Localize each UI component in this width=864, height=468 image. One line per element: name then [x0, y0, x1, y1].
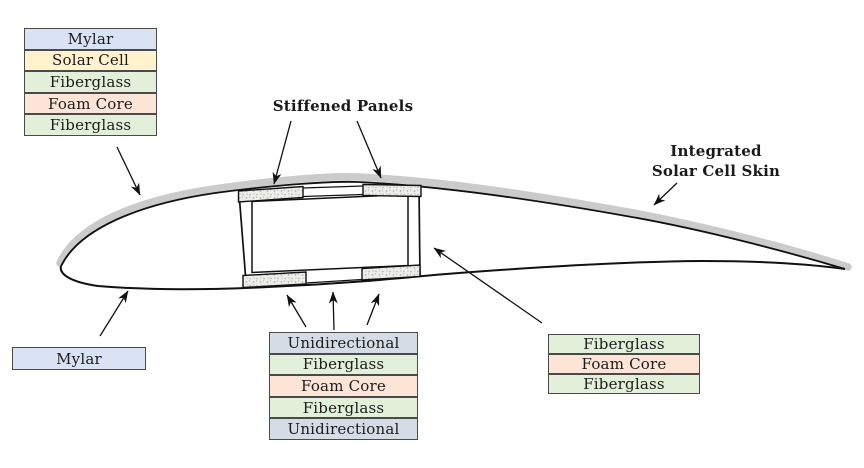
arrow-upper-skin-stack	[116, 146, 141, 196]
lower-skin-mylar-label: Mylar	[12, 347, 146, 370]
layer-row-fiberglass: Fiberglass	[24, 114, 157, 136]
aft-sandwich-layup-stack: Fiberglass Foam Core Fiberglass	[548, 334, 700, 394]
upper-skin-band	[56, 173, 852, 271]
arrow-stiffened-panel-left	[272, 120, 292, 185]
arrow-spar-stack-left	[286, 294, 307, 328]
stiffened-panel-upper-left	[237, 185, 304, 203]
upper-skin-joint-line-2	[302, 193, 364, 198]
stiffened-panel-lower-left	[242, 271, 307, 289]
spar-cap-layup-stack: Unidirectional Fiberglass Foam Core Fibe…	[269, 332, 418, 440]
integrated-solar-cell-skin-line2: Solar Cell Skin	[651, 162, 781, 180]
arrow-spar-stack-middle	[328, 291, 338, 331]
arrow-spar-stack-right	[366, 293, 380, 326]
stiffened-panel-lower-right	[361, 264, 421, 281]
upper-skin-joint-line	[302, 185, 364, 189]
arrow-lower-mylar	[99, 290, 129, 337]
layer-row-fiberglass: Fiberglass	[548, 374, 700, 394]
airfoil-lower-outline	[59, 259, 846, 291]
arrow-aft-sandwich	[433, 247, 543, 324]
front-spar-web	[238, 192, 247, 283]
layer-row-fiberglass: Fiberglass	[269, 396, 418, 419]
layer-row-fiberglass: Fiberglass	[24, 71, 157, 93]
layer-row-solar-cell: Solar Cell	[24, 49, 157, 72]
stiffened-panels-label: Stiffened Panels	[272, 97, 414, 115]
layer-row-foam-core: Foam Core	[548, 354, 700, 374]
layer-row-foam-core: Foam Core	[269, 375, 418, 397]
layer-row-fiberglass: Fiberglass	[548, 334, 700, 354]
layer-row-unidirectional: Unidirectional	[269, 332, 418, 354]
stiffened-panel-upper-right	[362, 183, 422, 198]
layer-row-foam-core: Foam Core	[24, 92, 157, 115]
integrated-solar-cell-skin-line1: Integrated	[670, 142, 762, 160]
arrow-integrated-skin	[653, 182, 678, 206]
layer-row-fiberglass: Fiberglass	[269, 353, 418, 376]
integrated-solar-cell-skin-label: Integrated Solar Cell Skin	[626, 141, 806, 181]
lower-skin-joint-line	[305, 278, 363, 284]
layer-row-mylar: Mylar	[24, 28, 157, 50]
rear-spar-web	[418, 186, 421, 278]
arrow-stiffened-panel-right	[356, 120, 382, 179]
upper-skin-layup-stack: Mylar Solar Cell Fiberglass Foam Core Fi…	[24, 28, 157, 136]
spar-box-inner	[251, 193, 409, 274]
layer-row-unidirectional: Unidirectional	[269, 418, 418, 440]
